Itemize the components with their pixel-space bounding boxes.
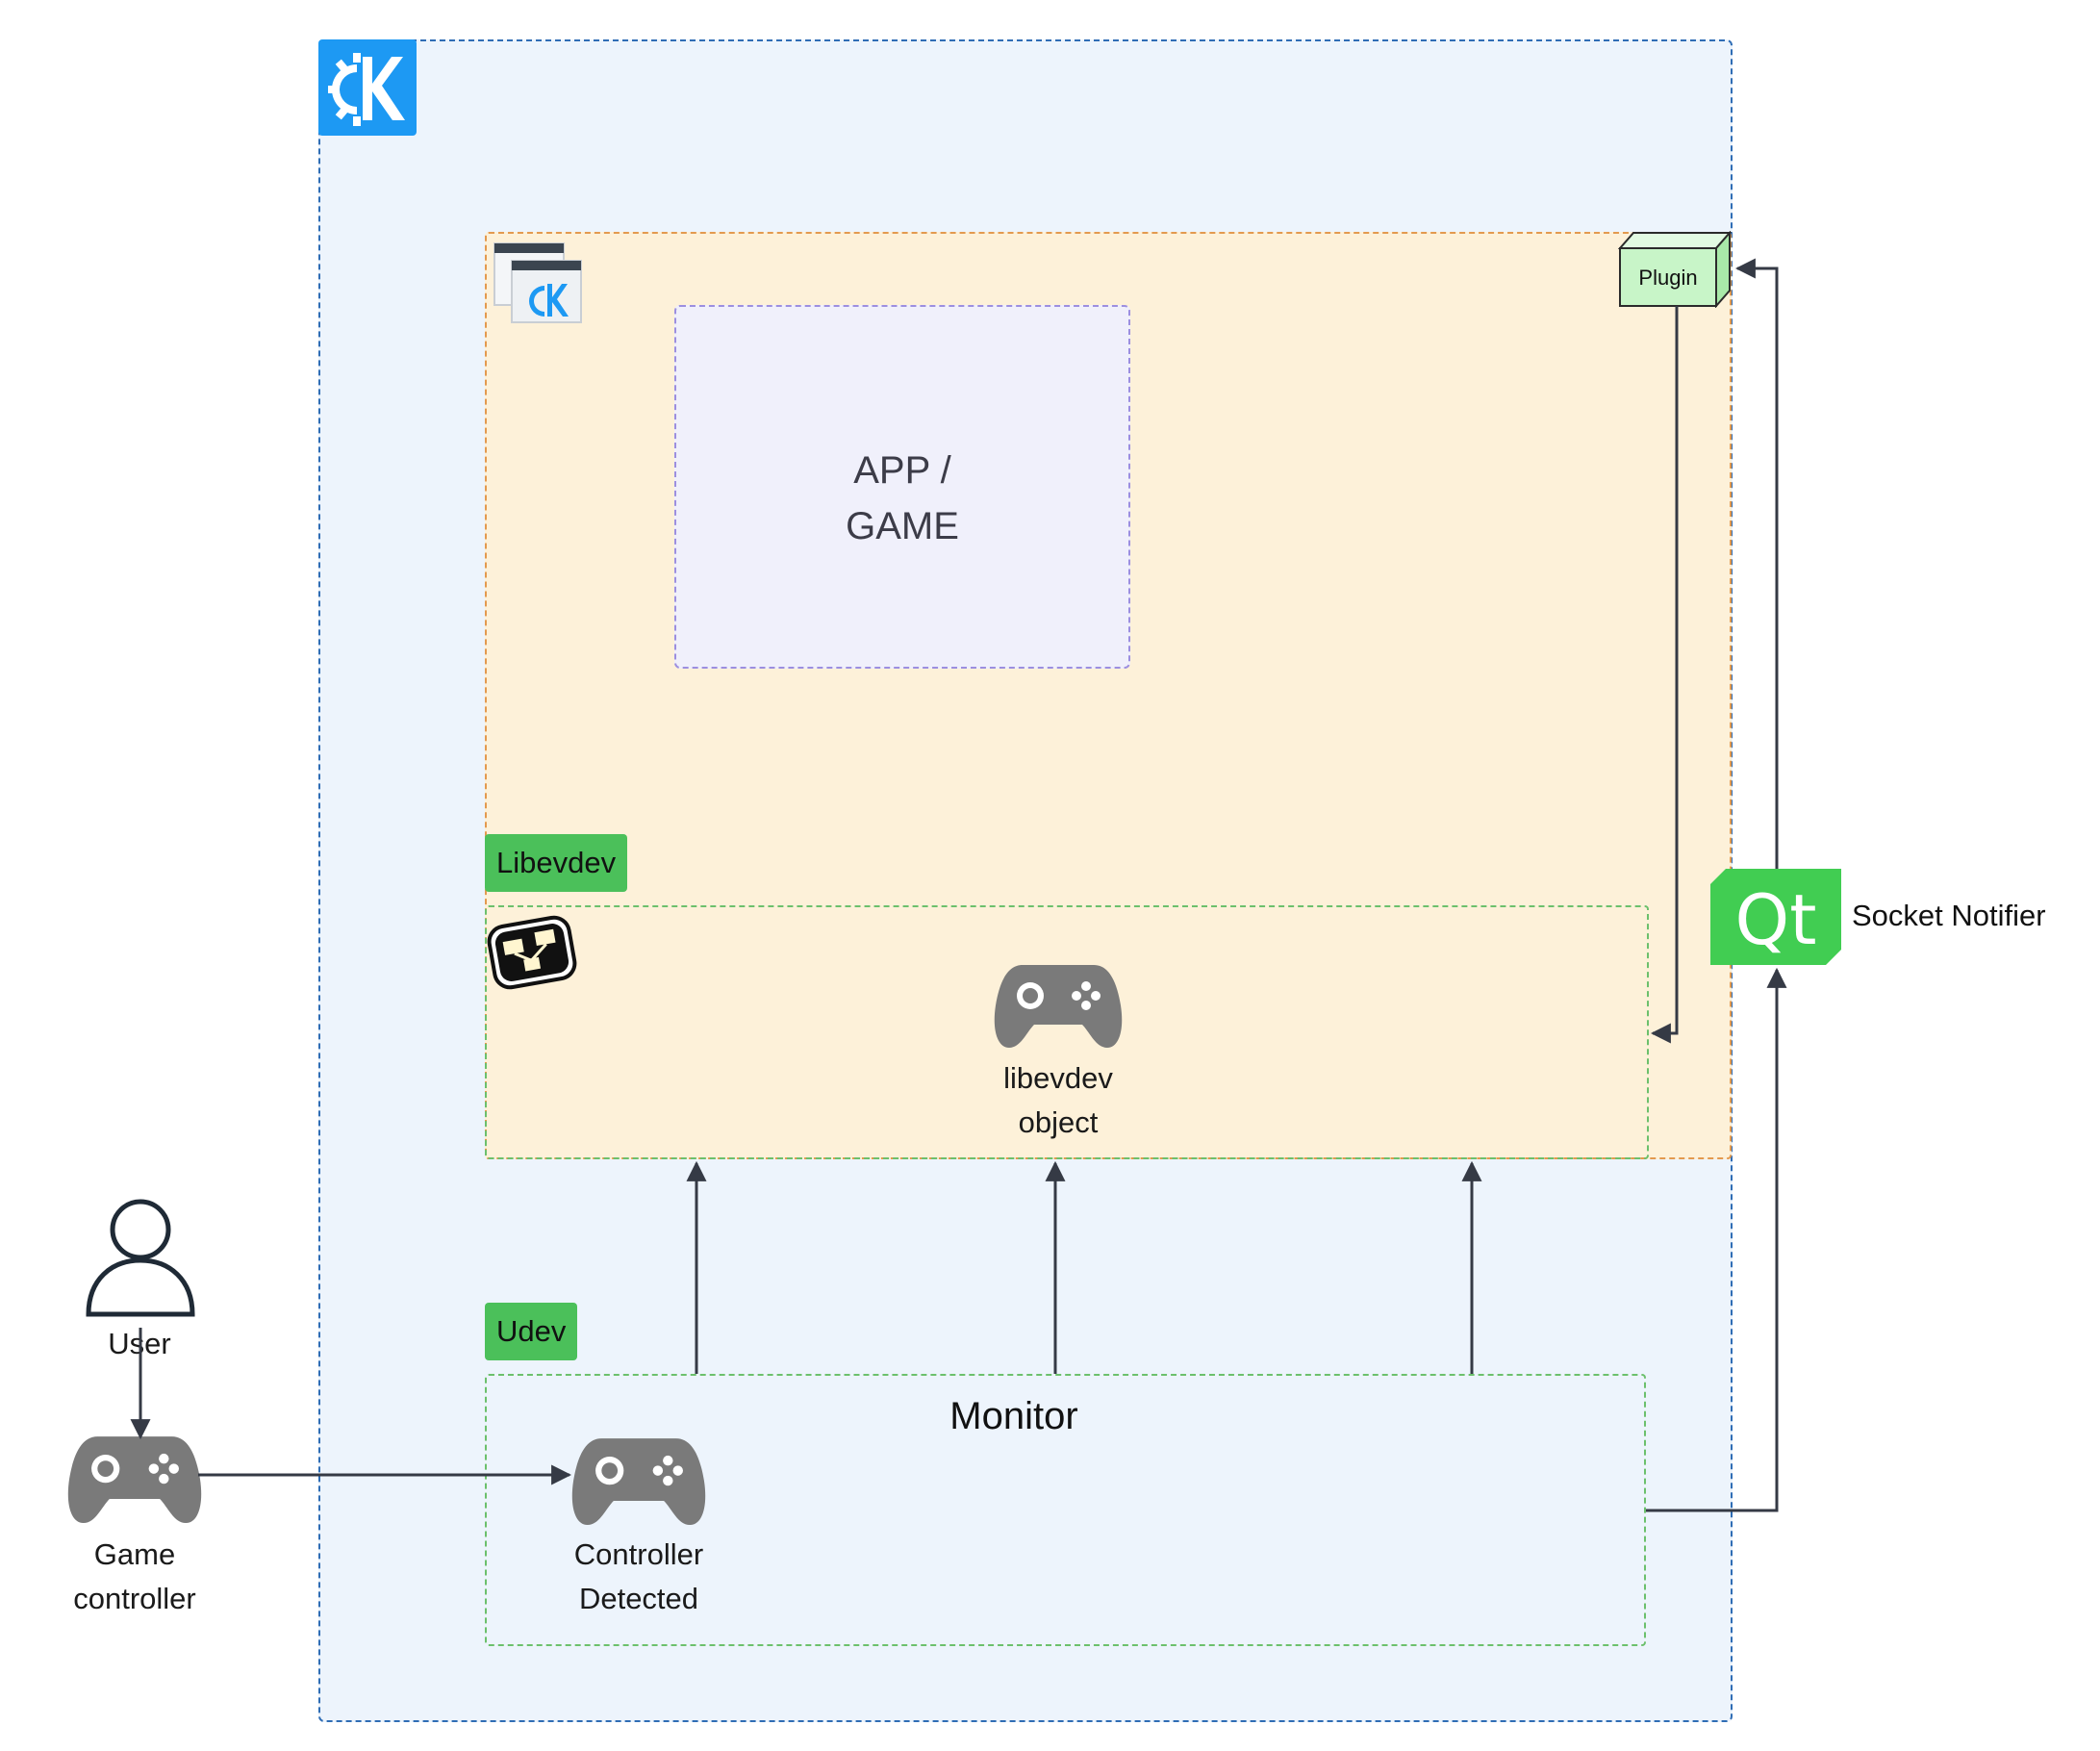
controller-detected-label: Controller Detected xyxy=(528,1533,749,1621)
libevdev-logo-icon xyxy=(487,915,577,990)
app-game-label-line1: APP / xyxy=(853,449,951,492)
controller-detected-line1: Controller xyxy=(573,1537,704,1571)
libevdev-object-line1: libevdev xyxy=(1003,1061,1113,1095)
kde-app-window-icon xyxy=(493,242,582,323)
app-game-box xyxy=(674,305,1130,669)
gamepad-icon xyxy=(67,1436,202,1524)
kde-logo-icon xyxy=(318,39,417,136)
libevdev-tag: Libevdev xyxy=(485,834,628,892)
qt-logo-text: Qt xyxy=(1735,879,1817,960)
game-controller-line1: Game xyxy=(93,1537,176,1571)
udev-frame xyxy=(485,1374,1646,1646)
socket-notifier-label: Socket Notifier xyxy=(1852,899,2046,932)
gamepad-icon xyxy=(994,965,1123,1048)
plugin-label: Plugin xyxy=(1638,266,1697,290)
monitor-label: Monitor xyxy=(949,1395,1078,1437)
game-controller-label: Game controller xyxy=(38,1533,231,1621)
user-icon xyxy=(86,1199,195,1317)
qt-logo-icon: Qt xyxy=(1710,869,1841,965)
libevdev-object-line2: object xyxy=(1018,1105,1099,1139)
game-controller-line2: controller xyxy=(73,1582,196,1615)
gamepad-icon xyxy=(571,1438,706,1526)
app-game-label-line2: GAME xyxy=(846,505,959,547)
app-game-label: APP / GAME xyxy=(674,443,1130,554)
libevdev-object-label: libevdev object xyxy=(948,1056,1169,1145)
user-label: User xyxy=(108,1327,171,1360)
udev-tag: Udev xyxy=(485,1303,578,1360)
controller-detected-line2: Detected xyxy=(578,1582,699,1615)
arrow-qt-to-plugin xyxy=(1734,258,1779,869)
plugin-cube-icon: Plugin xyxy=(1618,231,1733,308)
